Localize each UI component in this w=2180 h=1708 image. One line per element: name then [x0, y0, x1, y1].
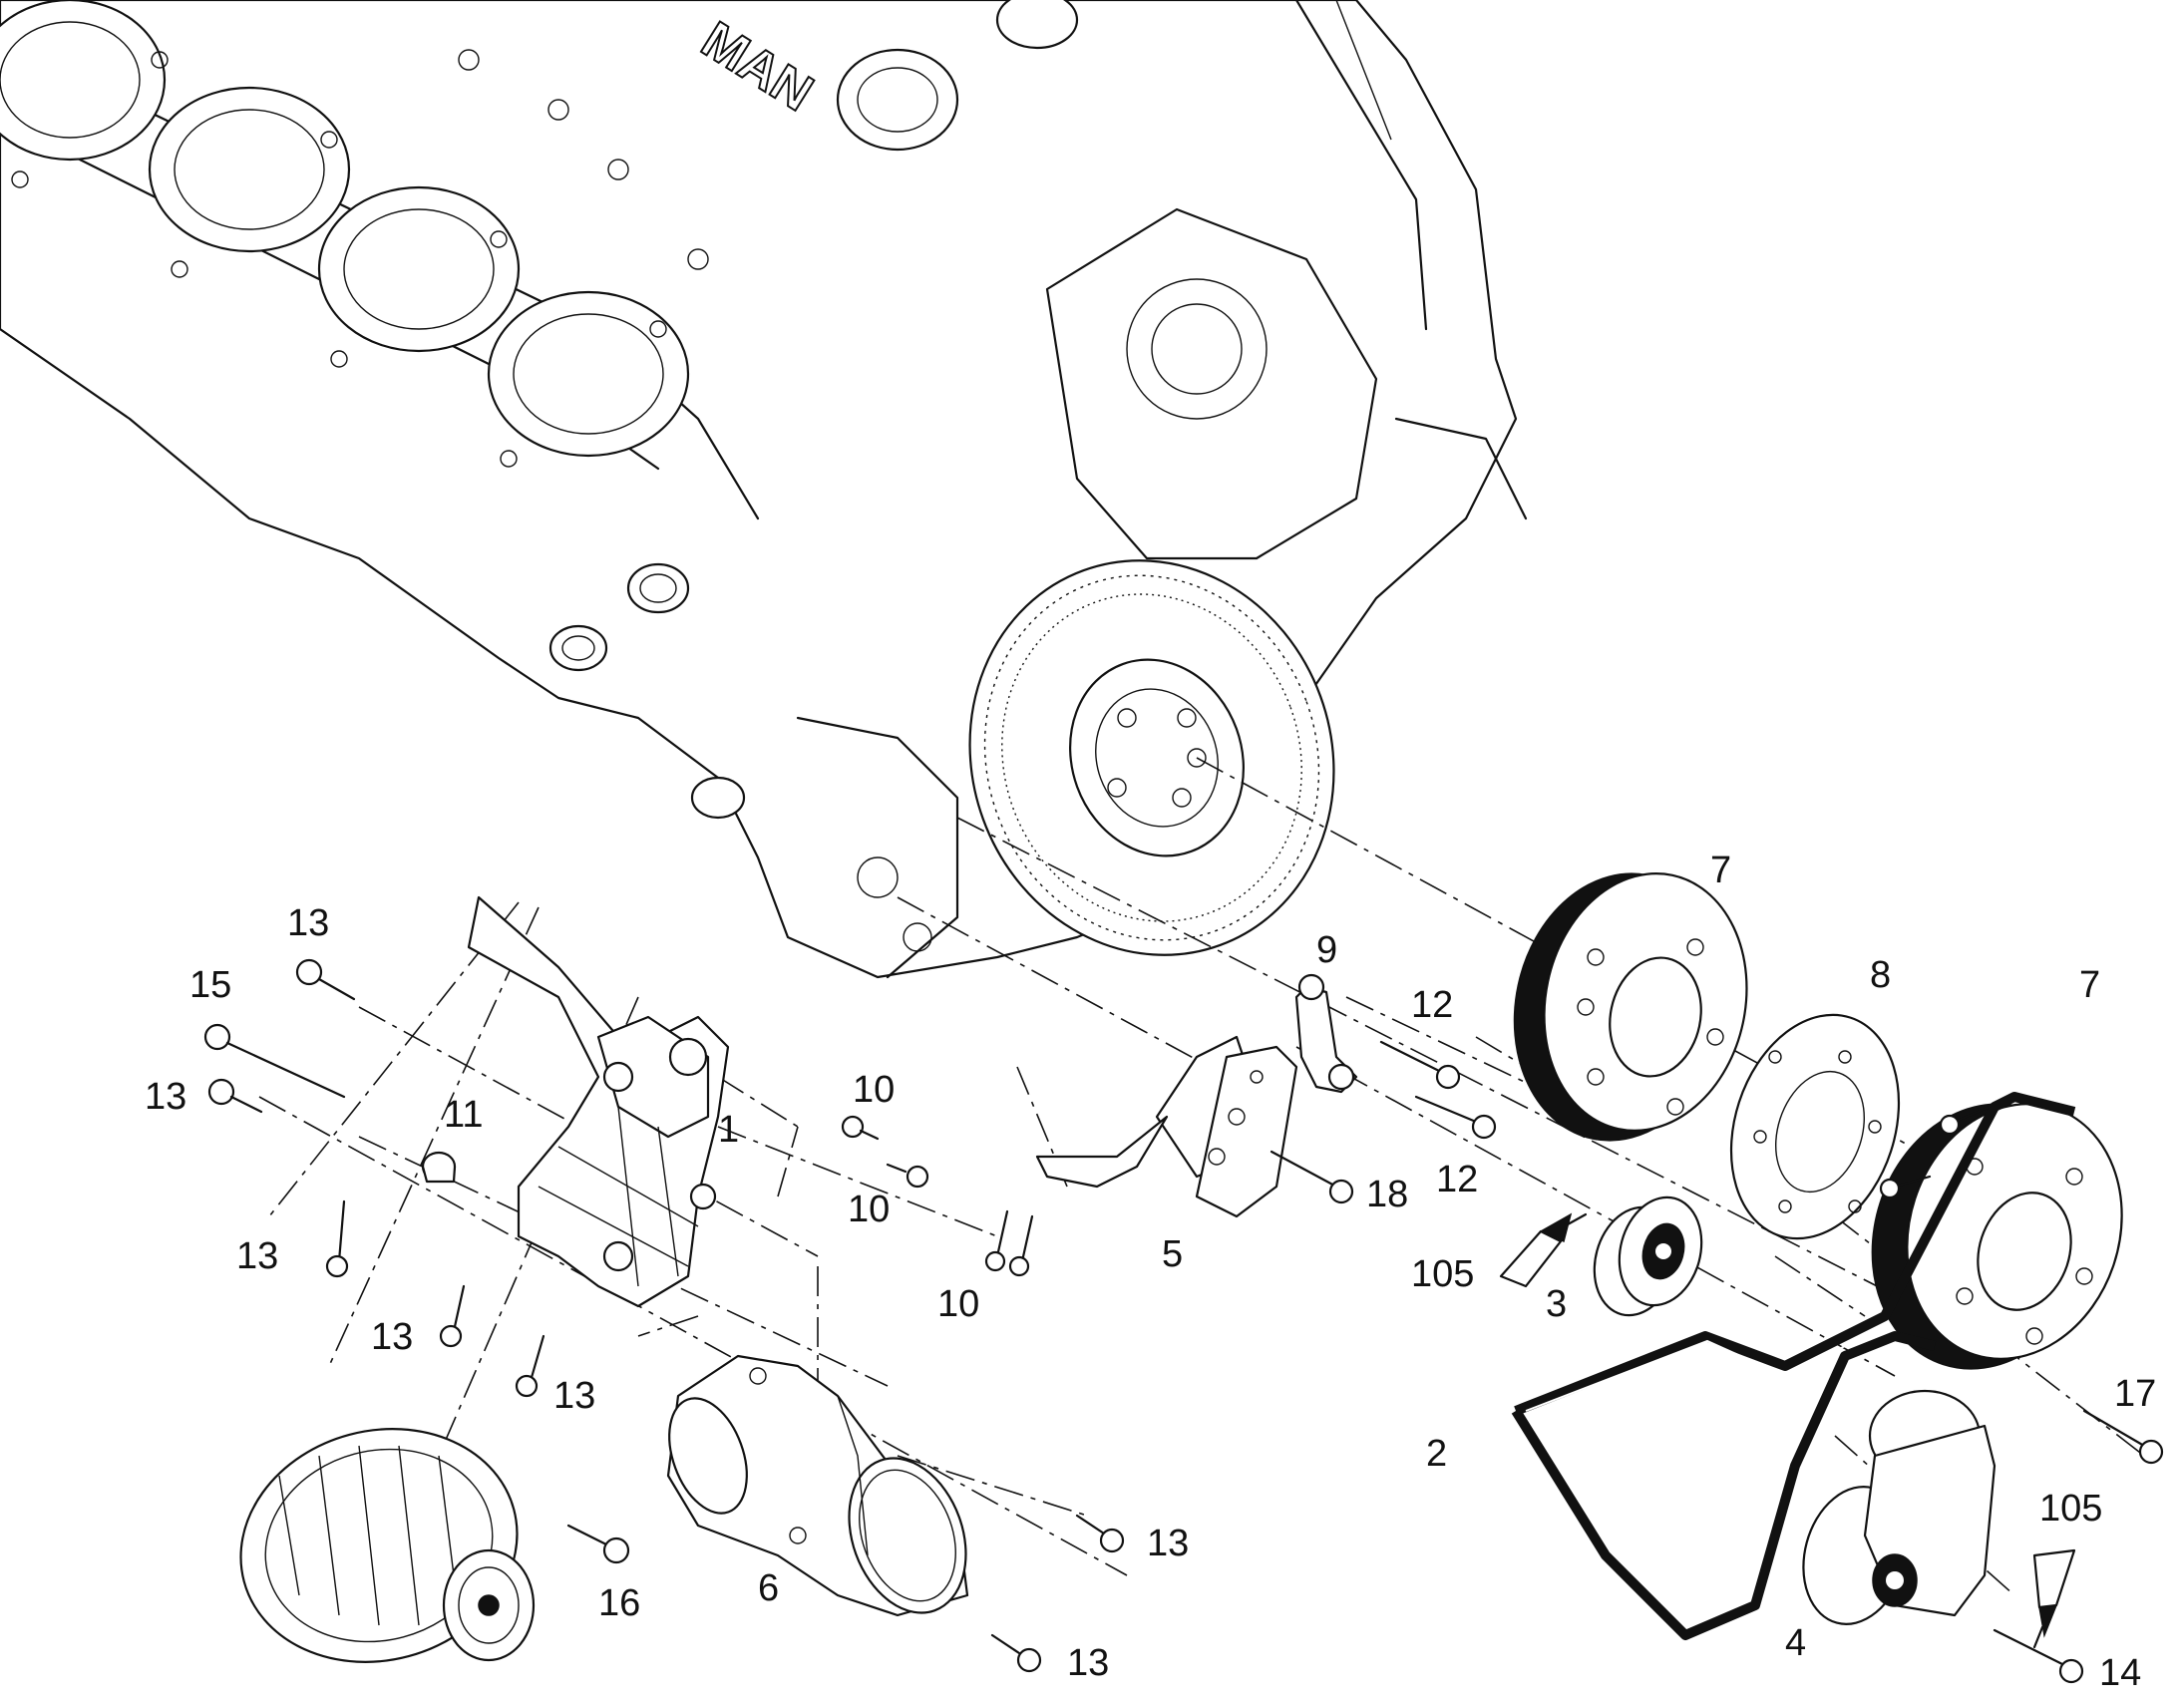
callout-10-middle: 10: [848, 1189, 890, 1230]
callout-6: 6: [758, 1567, 779, 1609]
bolt-13-top: [295, 958, 356, 1001]
part-9-small-bracket: [1294, 973, 1358, 1094]
bolt-13-pump-upper: [1075, 1514, 1125, 1553]
bolt-13-vertical-2: [439, 1284, 466, 1348]
fasteners: [203, 958, 2164, 1684]
coolant-ports: [548, 0, 1079, 820]
callout-11: 11: [444, 1094, 483, 1136]
crankshaft-damper: [968, 559, 1335, 956]
bolt-12-lower: [1414, 1095, 1497, 1140]
callout-9: 9: [1316, 929, 1337, 971]
part-8-spacer-plate: [1729, 1013, 1901, 1240]
callout-7-upper: 7: [1710, 850, 1731, 891]
part-4-belt-tensioner: [1802, 1389, 1997, 1625]
callout-13-vertical-2: 13: [371, 1316, 413, 1358]
bolt-10-lower: [886, 1163, 929, 1189]
callout-16: 16: [598, 1582, 640, 1624]
bolt-18: [1270, 1150, 1354, 1204]
callout-10-upper: 10: [853, 1069, 895, 1111]
cylinder-bores: [0, 0, 690, 458]
callout-4: 4: [1785, 1622, 1806, 1664]
bolt-17: [2082, 1409, 2164, 1465]
callout-13-pump-upper: 13: [1147, 1523, 1189, 1564]
engine-block: MAN: [0, 0, 1528, 979]
bolt-13-vertical-3: [515, 1334, 545, 1398]
bolt-13-vertical-1: [325, 1199, 349, 1278]
callout-14: 14: [2099, 1652, 2141, 1694]
callout-13-vertical-1: 13: [236, 1235, 278, 1277]
head-bolt-holes: [11, 49, 709, 468]
part-7-crank-pulley-inner: [1513, 872, 1748, 1142]
pulley-studs: [1879, 1105, 1992, 1199]
part-3-idler-roller: [1593, 1196, 1703, 1317]
callout-13-top: 13: [287, 902, 329, 944]
part-2-poly-v-belt: [1511, 1092, 2076, 1640]
callout-13-vertical-3: 13: [553, 1375, 595, 1417]
callout-1: 1: [718, 1109, 739, 1151]
callout-2: 2: [1426, 1433, 1447, 1475]
bolt-12-upper: [1379, 1040, 1461, 1090]
sealant-tube-105-upper: [1499, 1212, 1588, 1288]
callout-13-left: 13: [145, 1076, 186, 1118]
callout-13-pump-lower: 13: [1067, 1642, 1109, 1684]
bolt-13-pump-lower: [990, 1633, 1042, 1673]
callout-105-upper: 105: [1411, 1253, 1474, 1295]
bolt-15: [203, 1023, 346, 1099]
alternator: [239, 1428, 536, 1663]
callout-7-lower: 7: [2079, 964, 2100, 1006]
bolt-10-pair: [984, 1209, 1034, 1277]
bolt-16: [566, 1524, 630, 1564]
callout-12-upper: 12: [1411, 984, 1453, 1026]
callout-5: 5: [1162, 1233, 1183, 1275]
bolt-10-upper: [841, 1115, 880, 1141]
callout-8: 8: [1870, 954, 1891, 996]
callout-10-lower: 10: [937, 1283, 979, 1325]
part-5-idler-bracket: [1035, 1035, 1298, 1218]
part-1-alternator-bracket: [467, 895, 730, 1308]
callout-17: 17: [2114, 1373, 2156, 1415]
part-6-water-pump: [666, 1354, 969, 1617]
callout-15: 15: [189, 964, 231, 1006]
callout-12-lower: 12: [1436, 1159, 1478, 1200]
callout-18: 18: [1366, 1174, 1408, 1215]
callout-105-lower: 105: [2039, 1488, 2102, 1530]
part-11-spacer: [421, 1151, 457, 1184]
bolt-13-left: [207, 1078, 263, 1114]
callout-labels: 1 2 3 4 5 6 7 7 8 9 10 10 10 11 12 12 13…: [145, 850, 2156, 1694]
bolt-14: [1993, 1628, 2084, 1684]
callout-3: 3: [1546, 1283, 1567, 1325]
sealant-tube-105-lower: [2032, 1548, 2076, 1649]
